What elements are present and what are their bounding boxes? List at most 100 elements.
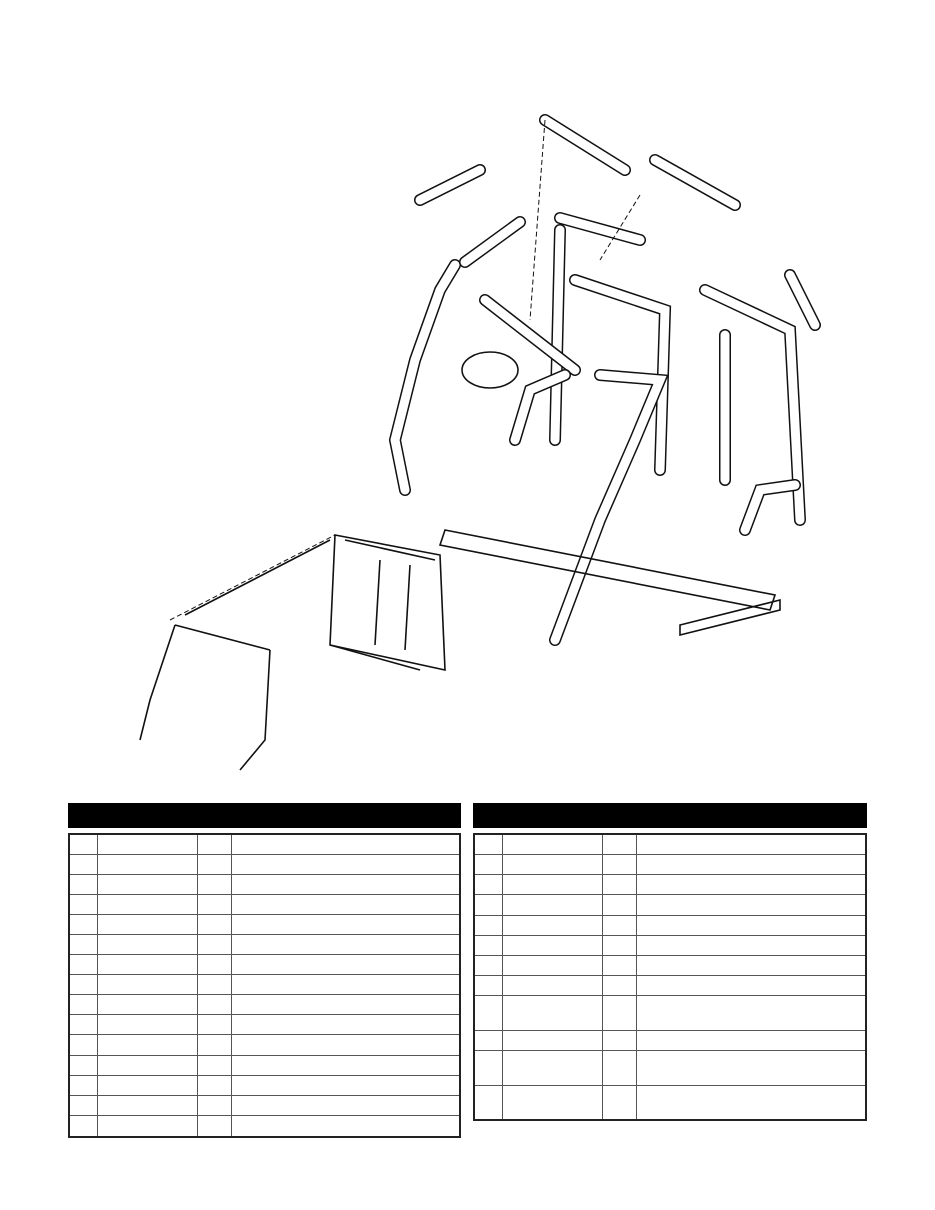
table-cell: [96, 893, 199, 915]
table-cell: [68, 993, 98, 1015]
table-cell: [68, 933, 98, 955]
table-cell: [230, 973, 461, 995]
table-row: [68, 973, 461, 995]
table-row: [473, 1029, 867, 1051]
table-cell: [635, 873, 867, 895]
table-cell: [473, 1029, 503, 1051]
table-cell: [635, 833, 867, 855]
parts-list-left: [68, 833, 461, 1138]
table-cell: [68, 1114, 98, 1138]
table-cell: [501, 954, 604, 976]
table-cell: [635, 1049, 867, 1086]
table-cell: [602, 1084, 637, 1121]
main-roll-cage: [388, 114, 821, 646]
table-cell: [68, 873, 98, 895]
table-cell: [197, 833, 232, 855]
table-row: [68, 873, 461, 895]
table-cell: [501, 914, 604, 936]
table-row: [68, 933, 461, 955]
table-cell: [68, 1074, 98, 1096]
table-cell: [68, 853, 98, 875]
table-row: [68, 1074, 461, 1096]
table-cell: [68, 1013, 98, 1035]
parts-exploded-diagram: [139, 114, 821, 771]
table-row: [473, 1084, 867, 1121]
table-header: [473, 803, 867, 828]
table-row: [473, 1049, 867, 1086]
table-cell: [230, 833, 461, 855]
table-cell: [473, 974, 503, 996]
table-cell: [635, 974, 867, 996]
table-row: [68, 893, 461, 915]
table-row: [473, 853, 867, 875]
table-cell: [501, 873, 604, 895]
assembled-cage-view: [139, 534, 446, 771]
table-cell: [473, 954, 503, 976]
table-cell: [501, 833, 604, 855]
table-cell: [501, 934, 604, 956]
table-cell: [197, 1054, 232, 1076]
table-cell: [501, 1029, 604, 1051]
table-cell: [96, 1013, 199, 1035]
table-cell: [68, 1094, 98, 1116]
table-cell: [501, 974, 604, 996]
table-cell: [602, 974, 637, 996]
table-cell: [230, 1094, 461, 1116]
table-row: [473, 994, 867, 1031]
table-cell: [96, 1074, 199, 1096]
table-cell: [197, 1033, 232, 1056]
table-cell: [635, 934, 867, 956]
table-row: [68, 1013, 461, 1035]
parts-table-right: [473, 803, 867, 1121]
table-cell: [68, 833, 98, 855]
table-cell: [473, 994, 503, 1031]
table-cell: [230, 873, 461, 895]
table-cell: [96, 853, 199, 875]
table-cell: [230, 853, 461, 875]
table-cell: [96, 933, 199, 955]
table-cell: [230, 1054, 461, 1076]
table-cell: [96, 833, 199, 855]
table-cell: [230, 933, 461, 955]
table-cell: [501, 893, 604, 916]
table-cell: [602, 914, 637, 936]
table-cell: [473, 1049, 503, 1086]
table-row: [68, 853, 461, 875]
table-cell: [68, 953, 98, 975]
table-header: [68, 803, 461, 828]
table-row: [68, 993, 461, 1015]
table-cell: [473, 853, 503, 875]
table-row: [473, 914, 867, 936]
table-cell: [501, 1049, 604, 1086]
table-cell: [501, 994, 604, 1031]
table-cell: [197, 1074, 232, 1096]
table-cell: [96, 953, 199, 975]
table-row: [473, 934, 867, 956]
table-cell: [230, 1013, 461, 1035]
table-cell: [96, 1114, 199, 1138]
table-cell: [473, 914, 503, 936]
table-cell: [635, 893, 867, 916]
table-cell: [635, 853, 867, 875]
table-row: [473, 974, 867, 996]
table-cell: [602, 853, 637, 875]
table-cell: [602, 954, 637, 976]
table-cell: [68, 913, 98, 935]
table-cell: [230, 893, 461, 915]
table-cell: [473, 833, 503, 855]
table-cell: [197, 953, 232, 975]
table-cell: [68, 973, 98, 995]
table-cell: [197, 993, 232, 1015]
table-cell: [197, 913, 232, 935]
table-cell: [197, 1114, 232, 1138]
table-row: [68, 1094, 461, 1116]
table-cell: [197, 933, 232, 955]
table-cell: [230, 1114, 461, 1138]
table-cell: [96, 1094, 199, 1116]
table-cell: [96, 873, 199, 895]
table-cell: [635, 954, 867, 976]
table-cell: [197, 853, 232, 875]
table-row: [68, 833, 461, 855]
parts-table-left: [68, 803, 461, 1138]
table-row: [473, 833, 867, 855]
